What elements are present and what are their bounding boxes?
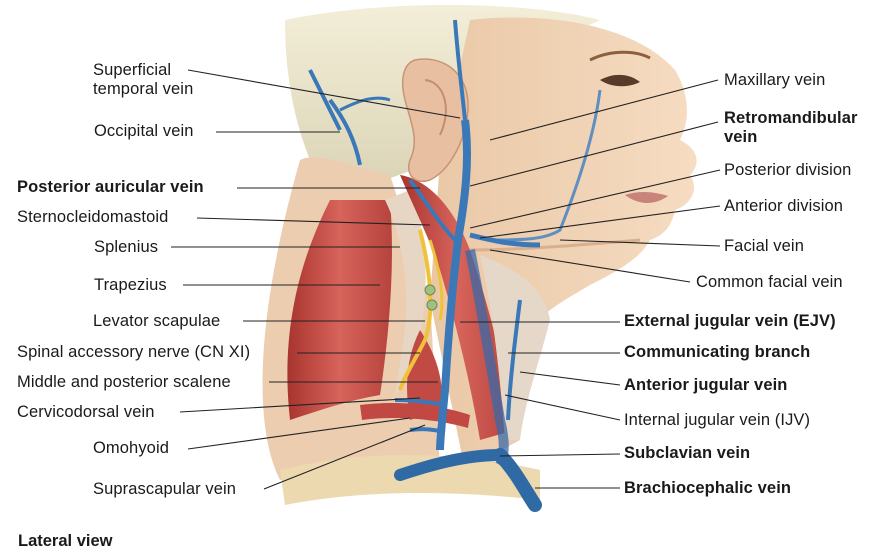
posterior-auricular-vein-path xyxy=(408,178,457,242)
anterior-jugular-vein-path xyxy=(506,299,522,421)
label-omohyoid: Omohyoid xyxy=(93,439,170,457)
label-levator-scapulae: Levator scapulae xyxy=(93,312,221,330)
eye xyxy=(600,74,640,87)
external-jugular-vein-path xyxy=(436,119,471,451)
label-subclavian-vein: Subclavian vein xyxy=(624,444,751,462)
label-line: temporal vein xyxy=(93,80,194,98)
label-splenius: Splenius xyxy=(94,238,159,256)
label-common-facial-vein: Common facial vein xyxy=(696,273,843,291)
ear xyxy=(402,58,469,182)
cervicodorsal-vein-path xyxy=(394,398,446,407)
label-maxillary-vein: Maxillary vein xyxy=(724,71,826,89)
label-line: vein xyxy=(724,128,758,146)
leader-lines-left xyxy=(171,69,461,490)
label-cervicodorsal-vein: Cervicodorsal vein xyxy=(17,403,155,421)
label-communicating-branch: Communicating branch xyxy=(624,343,811,361)
label-facial-vein: Facial vein xyxy=(724,237,804,255)
clavicle-area xyxy=(280,455,540,505)
label-occipital-vein: Occipital vein xyxy=(94,122,194,140)
label-external-jugular-vein: External jugular vein (EJV) xyxy=(624,312,836,330)
label-line: Retromandibular xyxy=(724,109,858,127)
eyebrow xyxy=(589,50,651,62)
view-caption: Lateral view xyxy=(18,532,113,550)
trapezius-muscle xyxy=(287,200,392,420)
brachiocephalic-vein-path xyxy=(493,448,542,512)
label-suprascapular-vein: Suprascapular vein xyxy=(93,480,237,498)
label-posterior-auricular-vein: Posterior auricular vein xyxy=(17,178,204,196)
label-sternocleidomastoid: Sternocleidomastoid xyxy=(17,208,169,226)
label-spinal-accessory-nerve: Spinal accessory nerve (CN XI) xyxy=(17,343,251,361)
label-trapezius: Trapezius xyxy=(94,276,167,294)
facial-vein-path xyxy=(489,89,602,242)
common-facial-vein-path xyxy=(469,232,541,248)
spinal-accessory-nerve-path xyxy=(398,229,433,391)
lips xyxy=(625,192,668,203)
label-middle-posterior-scalene: Middle and posterior scalene xyxy=(17,373,231,391)
sternocleidomastoid-muscle xyxy=(400,175,515,440)
label-retromandibular-vein: Retromandibular vein xyxy=(724,109,858,147)
label-brachiocephalic-vein: Brachiocephalic vein xyxy=(624,479,792,497)
label-anterior-division: Anterior division xyxy=(724,197,844,215)
label-line: Superficial xyxy=(93,61,172,79)
label-superficial-temporal-vein: Superficial temporal vein xyxy=(93,61,193,99)
occipital-vein-path xyxy=(328,98,362,166)
subclavian-vein-path xyxy=(394,449,506,481)
superficial-temporal-vein-path xyxy=(453,19,467,121)
label-anterior-jugular-vein: Anterior jugular vein xyxy=(624,376,788,394)
label-posterior-division: Posterior division xyxy=(724,161,852,179)
label-internal-jugular-vein: Internal jugular vein (IJV) xyxy=(624,411,811,429)
leader-lines-right xyxy=(460,79,721,489)
